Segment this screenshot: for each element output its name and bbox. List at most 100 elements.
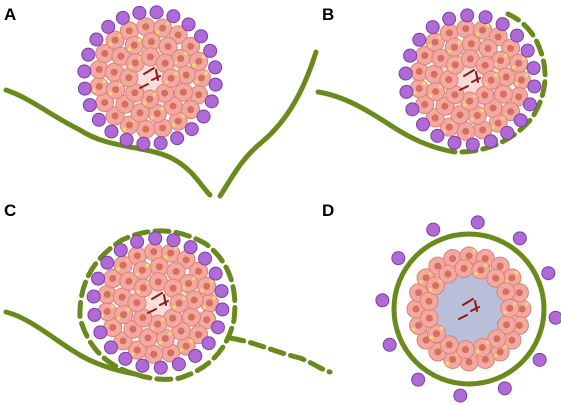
granule — [172, 305, 176, 310]
granule — [524, 73, 529, 77]
cell-nucleus — [477, 266, 485, 274]
cell-nucleus — [187, 106, 195, 114]
bacterium — [139, 83, 149, 89]
cell-nucleus — [182, 342, 190, 350]
lymphocyte-cell — [411, 372, 426, 387]
granule — [135, 272, 140, 277]
cell-nucleus — [161, 89, 169, 97]
granule — [503, 53, 508, 58]
cell-nucleus — [169, 284, 177, 292]
cell-nucleus — [142, 125, 150, 133]
granule — [174, 71, 178, 76]
granule — [474, 272, 478, 276]
cell-nucleus — [129, 325, 137, 333]
lymphocyte-cell — [210, 320, 225, 335]
granule — [130, 352, 135, 356]
cell-nucleus — [187, 42, 195, 50]
cell-nucleus — [101, 99, 109, 107]
cell-nucleus — [190, 296, 198, 304]
cell-nucleus — [492, 274, 500, 282]
lymphocyte-cell — [430, 128, 445, 143]
granule — [126, 307, 131, 312]
cell-nucleus — [489, 104, 497, 112]
lymphocyte-cell — [447, 135, 462, 150]
cell-nucleus — [150, 350, 158, 358]
lymphocyte-cell — [194, 29, 209, 44]
cell-nucleus — [125, 121, 133, 129]
bacterium — [458, 314, 468, 320]
cell-nucleus — [437, 54, 445, 62]
lymphocyte-cell — [398, 66, 413, 81]
granule — [484, 263, 488, 267]
lymphocyte-cell — [403, 48, 418, 63]
lymphocyte-cell — [82, 98, 97, 113]
granule — [179, 348, 183, 352]
bacterium — [459, 85, 469, 91]
panel-label-a: A — [4, 5, 16, 24]
granule — [202, 305, 207, 309]
lymphocyte-cell — [510, 28, 525, 43]
cell-nucleus — [465, 252, 473, 260]
cell-nucleus — [494, 119, 502, 127]
lymphocyte-cell — [89, 32, 104, 47]
lymphocyte-cell — [184, 122, 199, 137]
granule — [525, 302, 529, 306]
granule — [189, 339, 193, 343]
granule — [183, 51, 188, 56]
granule — [204, 71, 209, 75]
granule — [462, 103, 467, 107]
granuloma-core — [431, 271, 507, 347]
granule — [155, 30, 160, 34]
cell-nucleus — [195, 91, 203, 99]
cell-nucleus — [493, 335, 501, 343]
granule — [145, 263, 150, 268]
cell-nucleus — [167, 349, 175, 357]
lymphocyte-cell — [118, 351, 133, 366]
granule — [122, 127, 127, 131]
cell-nucleus — [415, 321, 423, 329]
bacterium — [471, 77, 481, 83]
granule — [191, 276, 196, 281]
cell-nucleus — [119, 337, 127, 345]
lymphocyte-cell — [425, 20, 440, 35]
cell-nucleus — [479, 26, 487, 34]
cell-nucleus — [95, 82, 103, 90]
lymphocyte-cell — [153, 136, 168, 151]
cell-nucleus — [481, 61, 489, 69]
cell-nucleus — [425, 314, 433, 322]
cell-nucleus — [487, 76, 495, 84]
lymphocyte-cell — [382, 337, 397, 352]
cell-nucleus — [496, 348, 504, 356]
granule — [472, 249, 476, 253]
cell-nucleus — [502, 288, 510, 296]
lymphocyte-cell — [548, 310, 561, 325]
granule — [136, 290, 141, 294]
cell-nucleus — [146, 53, 154, 61]
cell-nucleus — [159, 24, 167, 32]
granule — [445, 361, 450, 366]
cell-nucleus — [481, 355, 489, 363]
lymphocyte-cell — [215, 302, 230, 317]
cell-nucleus — [174, 31, 182, 39]
cell-nucleus — [142, 23, 150, 31]
lymphocyte-cell — [470, 215, 485, 230]
cell-nucleus — [517, 76, 525, 84]
granuloma-d — [375, 215, 561, 403]
granule — [108, 42, 112, 46]
granule — [173, 246, 178, 250]
granule — [491, 125, 495, 129]
cell-nucleus — [139, 284, 147, 292]
granule — [422, 81, 427, 86]
cell-nucleus — [421, 51, 429, 59]
cell-nucleus — [467, 40, 475, 48]
cell-nucleus — [101, 49, 109, 57]
lymphocyte-cell — [405, 102, 420, 117]
lymphocyte-cell — [391, 251, 406, 266]
cell-nucleus — [125, 74, 133, 82]
granule — [514, 82, 519, 86]
lymphocyte-cell — [453, 388, 468, 403]
lymphocyte-cell — [483, 134, 498, 149]
cell-nucleus — [484, 45, 492, 53]
lymphocyte-cell — [203, 43, 218, 58]
cell-nucleus — [508, 336, 516, 344]
